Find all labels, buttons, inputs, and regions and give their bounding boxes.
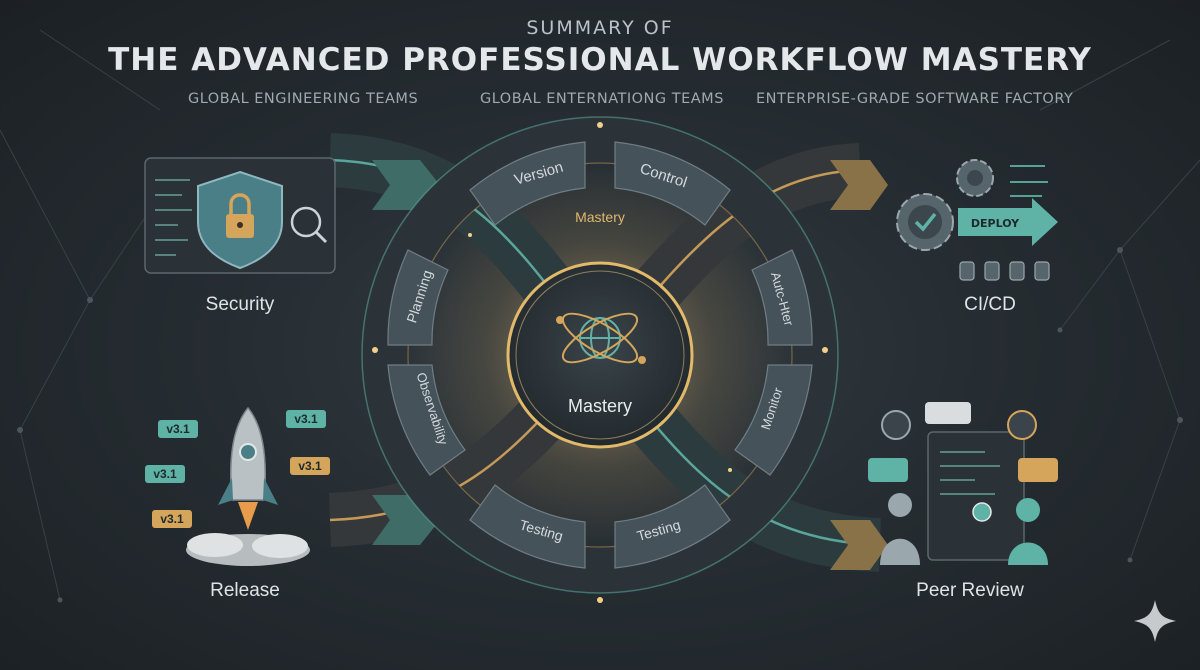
central-hub: Mastery <box>506 261 694 449</box>
segment-control <box>614 141 731 226</box>
pretitle: SUMMARY OF <box>526 17 674 39</box>
security-illustration <box>144 157 336 274</box>
sparkle-icon <box>1134 600 1176 642</box>
globe-atom-icon <box>556 312 646 364</box>
ring-segments <box>387 141 813 569</box>
cicd-illustration: DEPLOY <box>896 159 1058 281</box>
segment-monitor <box>734 364 813 476</box>
corner-label-release: Release <box>210 580 280 601</box>
segment-testing-right <box>614 484 731 569</box>
corner-label-security: Security <box>205 294 275 315</box>
version-tag-3: v3.1 <box>153 467 177 481</box>
chat-bubble-1 <box>925 402 971 424</box>
segment-autohter <box>751 249 813 346</box>
corner-label-peer-review: Peer Review <box>916 580 1024 601</box>
subtitle-engineering: GLOBAL ENGINEERING TEAMS <box>188 91 419 107</box>
version-tag-2: v3.1 <box>294 412 318 426</box>
version-tag-4: v3.1 <box>298 459 322 473</box>
segment-version <box>469 141 586 226</box>
magnifier-icon <box>290 206 322 238</box>
deploy-label: DEPLOY <box>971 217 1020 230</box>
ring-track <box>362 117 838 593</box>
corner-label-cicd: CI/CD <box>964 294 1016 315</box>
hub-label: Mastery <box>568 396 632 416</box>
version-tag-1: v3.1 <box>166 422 190 436</box>
segment-planning <box>387 249 449 346</box>
chat-bubble-3 <box>1018 458 1058 482</box>
peer-review-illustration <box>868 402 1058 565</box>
page-title: THE ADVANCED PROFESSIONAL WORKFLOW MASTE… <box>108 42 1092 78</box>
label-mastery-top: Mastery <box>575 209 625 225</box>
code-screen <box>927 431 1025 561</box>
chat-bubble-2 <box>868 458 908 482</box>
glow-sparkles <box>372 122 828 603</box>
release-illustration: v3.1 v3.1 v3.1 v3.1 v3.1 <box>145 406 330 566</box>
database-icons <box>959 261 1050 281</box>
segment-testing-left <box>469 484 586 569</box>
people-review-icon <box>880 410 1048 565</box>
subtitle-factory: ENTERPRISE-GRADE SOFTWARE FACTORY <box>756 91 1074 107</box>
version-tag-5: v3.1 <box>160 512 184 526</box>
subtitle-enternationg: GLOBAL ENTERNATIONG TEAMS <box>480 91 724 107</box>
deploy-arrow <box>958 198 1058 246</box>
segment-observability <box>387 364 466 476</box>
rocket-icon <box>218 406 278 530</box>
gears-icon <box>896 159 994 251</box>
